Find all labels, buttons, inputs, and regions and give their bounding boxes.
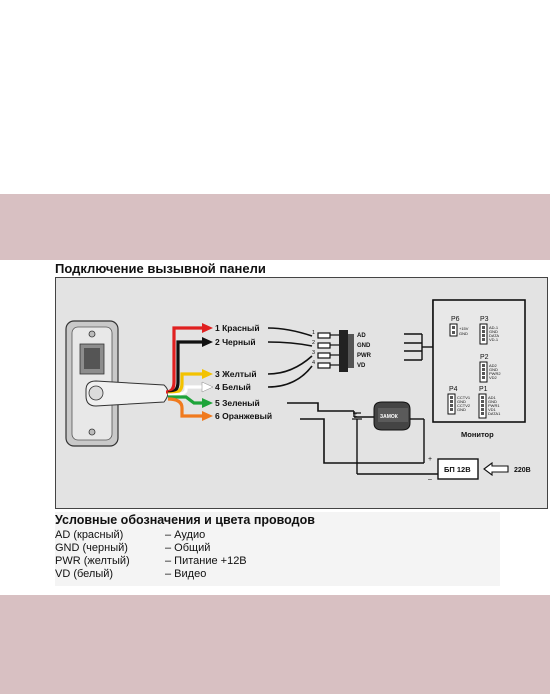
p3-pin-3: DATA xyxy=(489,333,499,338)
lock-label: ЗАМОК xyxy=(380,414,399,420)
p3-pin-4: VD-1 xyxy=(489,337,499,342)
p2-label: P2 xyxy=(480,354,489,361)
p4-label: P4 xyxy=(449,386,458,393)
power-supply: + – БП 12В 220В xyxy=(357,456,531,483)
legend-row: GND (черный) – Общий xyxy=(55,542,500,555)
legend-code: PWR (желтый) xyxy=(55,555,130,567)
bottom-banner xyxy=(0,595,550,694)
legend-desc: – Видео xyxy=(165,568,207,580)
p3-pin-1: AD-1 xyxy=(489,325,499,330)
arrow-left-icon xyxy=(483,461,509,477)
legend-row: VD (белый) – Видео xyxy=(55,568,500,581)
legend-code: VD (белый) xyxy=(55,568,114,580)
screw-icon xyxy=(88,428,96,436)
p4-pin-3: CCTV2 xyxy=(457,403,471,408)
psu-label: БП 12В xyxy=(444,465,471,474)
p2-pin-3: PWR2 xyxy=(489,371,501,376)
mains-label: 220В xyxy=(514,467,531,474)
pin-gnd: GND xyxy=(357,343,371,349)
top-banner xyxy=(0,194,550,260)
p2-pin-2: GND xyxy=(489,367,498,372)
wire-label-3: 3 Желтый xyxy=(215,369,257,379)
p4-pin-2: GND xyxy=(457,399,466,404)
screw-icon xyxy=(88,330,96,338)
wiring-diagram: 1 Красный 2 Черный 3 Желтый 4 Белый 5 Зе… xyxy=(55,277,548,509)
p3-label: P3 xyxy=(480,316,489,323)
legend-title: Условные обозначения и цвета проводов xyxy=(55,513,315,527)
wire-label-4: 4 Белый xyxy=(215,382,251,392)
pin-ad: AD xyxy=(357,333,366,339)
p1-pin-5: DATA1 xyxy=(488,411,501,416)
p1-pin-4: VD1 xyxy=(488,407,497,412)
p1-pin-2: GND xyxy=(488,399,497,404)
p2-pin-4: VD2 xyxy=(489,375,498,380)
p6-pin-2: GND xyxy=(459,331,468,336)
wires xyxy=(165,323,214,421)
legend-desc: – Аудио xyxy=(165,529,206,541)
p2-pin-1: AD2 xyxy=(489,363,498,368)
p6-pin-1: +15V xyxy=(459,326,469,331)
legend-code: GND (черный) xyxy=(55,542,128,554)
legend-code: AD (красный) xyxy=(55,529,124,541)
svg-text:‡: ‡ xyxy=(354,413,357,419)
wire-label-6: 6 Оранжевый xyxy=(215,411,272,421)
p3-pin-2: GND xyxy=(489,329,498,334)
p1-label: P1 xyxy=(479,386,488,393)
connector-block: 1 2 3 4 AD GND PWR VD xyxy=(312,330,372,372)
wire-label-5: 5 Зеленый xyxy=(215,398,260,408)
monitor-label: Монитор xyxy=(461,430,494,439)
pin-vd: VD xyxy=(357,363,366,369)
legend: Условные обозначения и цвета проводов AD… xyxy=(55,512,500,586)
p1-pin-3: PWR1 xyxy=(488,403,500,408)
door-panel xyxy=(65,320,169,447)
legend-desc: – Общий xyxy=(165,542,211,554)
wire-red xyxy=(165,326,204,394)
wire-orange xyxy=(167,397,204,418)
psu-minus: – xyxy=(428,476,432,483)
legend-row: AD (красный) – Аудио xyxy=(55,529,500,542)
p4-pin-4: GND xyxy=(457,407,466,412)
section-title: Подключение вызывной панели xyxy=(55,261,266,276)
pin-number-2: 2 xyxy=(312,340,315,346)
pin-number-1: 1 xyxy=(312,330,315,336)
legend-desc: – Питание +12В xyxy=(165,555,247,567)
pin-pwr: PWR xyxy=(357,353,372,359)
wire-label-2: 2 Черный xyxy=(215,337,256,347)
wire-green xyxy=(168,395,204,405)
p6-label: P6 xyxy=(451,316,460,323)
psu-plus: + xyxy=(428,456,432,463)
legend-row: PWR (желтый) – Питание +12В xyxy=(55,555,500,568)
monitor: P6 +15V GND P3 AD-1 GND DATA VD-1 P2 AD2… xyxy=(432,299,526,439)
pin-number-3: 3 xyxy=(312,350,315,356)
pin-number-4: 4 xyxy=(312,360,315,366)
call-button-icon xyxy=(88,385,104,401)
wire-label-1: 1 Красный xyxy=(215,323,260,333)
p4-pin-1: CCTV1 xyxy=(457,395,471,400)
wire-white xyxy=(167,385,204,397)
p1-pin-1: AD1 xyxy=(488,395,497,400)
lock: ‡ ЗАМОК xyxy=(352,401,425,474)
